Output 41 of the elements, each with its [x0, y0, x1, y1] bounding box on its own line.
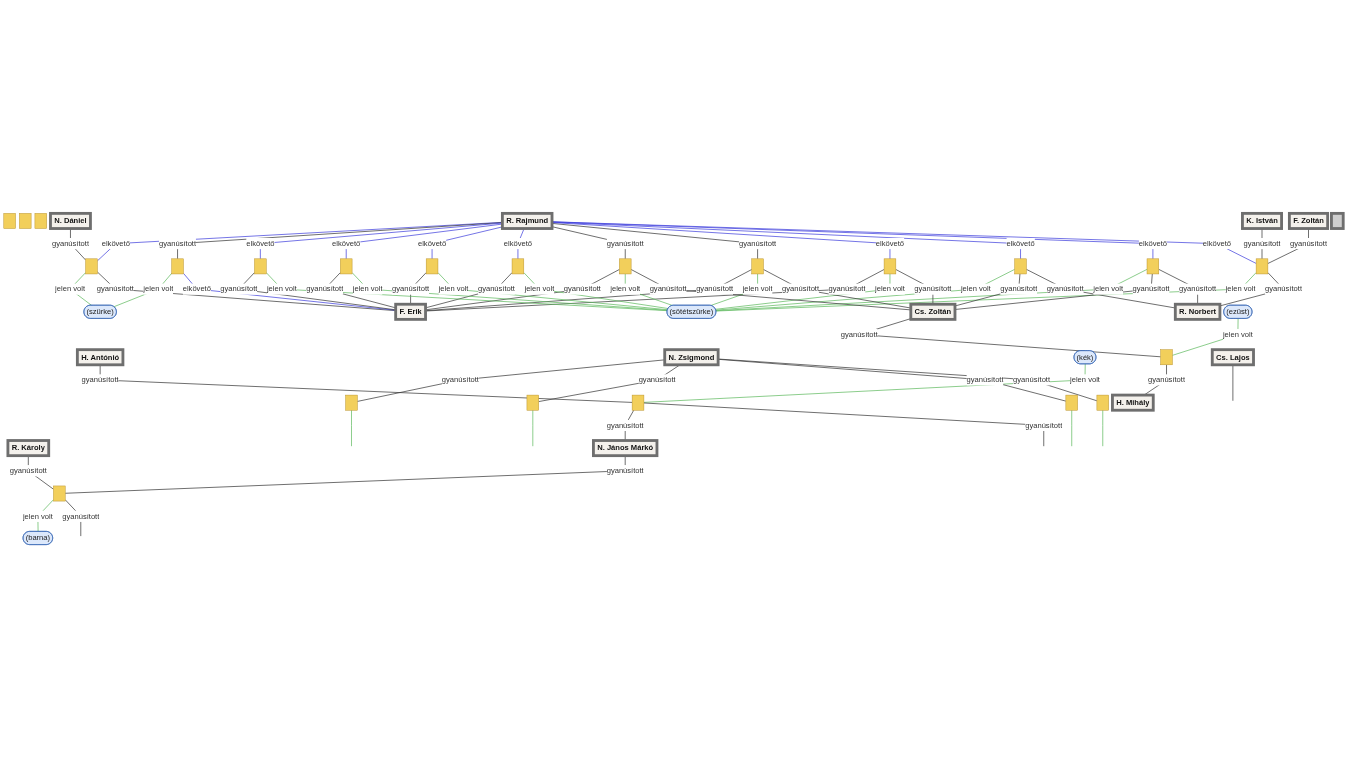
connector [643, 402, 1045, 447]
connector [532, 409, 534, 447]
node-box [619, 258, 632, 275]
node-box [171, 258, 184, 275]
node-box [1096, 394, 1109, 411]
connector [954, 273, 1153, 310]
connector [425, 272, 513, 309]
node-box [19, 213, 32, 229]
node-box [254, 258, 267, 275]
node-box [3, 213, 16, 229]
connector [357, 359, 666, 402]
node-box [340, 258, 353, 275]
connector [630, 269, 912, 311]
node-box [1146, 258, 1160, 275]
node-box [1160, 349, 1173, 366]
connector [1102, 409, 1104, 447]
node-box [53, 485, 66, 502]
node-box [34, 213, 47, 229]
node-box [1014, 258, 1027, 275]
node-box [883, 258, 897, 275]
connector [64, 455, 626, 494]
connector [1026, 269, 1176, 309]
connector [1232, 364, 1234, 402]
node-box [85, 258, 98, 275]
connector [954, 273, 1021, 307]
node-box [1330, 211, 1345, 230]
node-box [1065, 394, 1078, 411]
connector [351, 409, 352, 447]
connector [763, 269, 912, 309]
node-box [751, 258, 764, 275]
node-box [425, 258, 439, 275]
connector [425, 269, 620, 311]
connector [523, 272, 669, 309]
connector [99, 364, 633, 403]
node-box [631, 394, 645, 411]
node-box [1255, 258, 1269, 275]
node-box [526, 394, 539, 411]
node-box [345, 394, 358, 411]
node-box [511, 258, 525, 275]
connector [1071, 409, 1073, 447]
connector [538, 364, 681, 402]
